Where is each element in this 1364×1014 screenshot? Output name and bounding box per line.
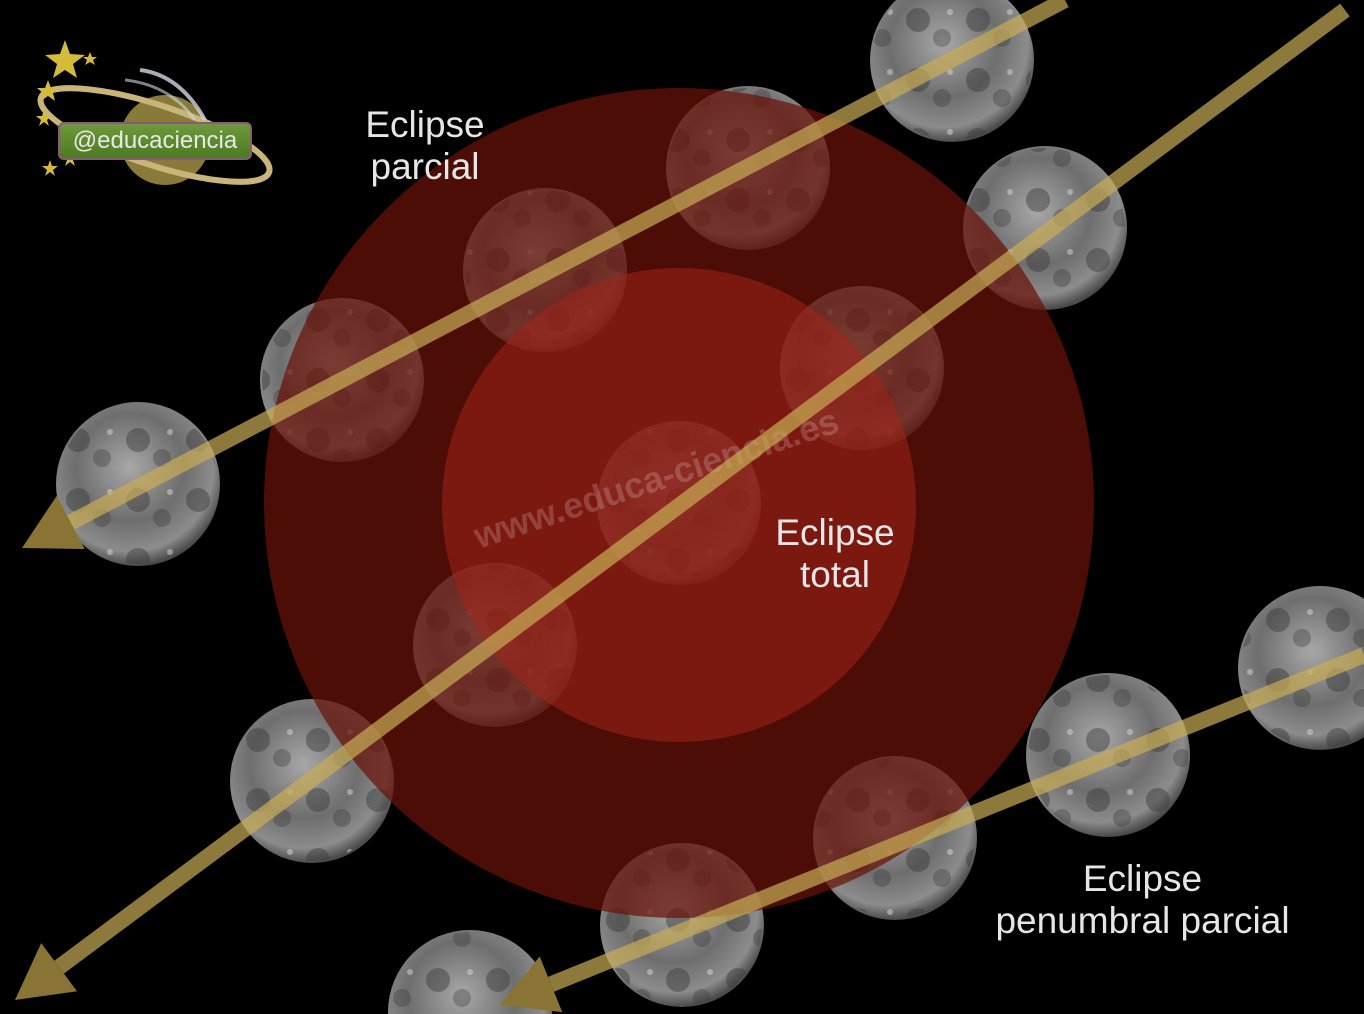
partial-eclipse-path bbox=[66, 0, 1069, 530]
moon-penumbral bbox=[1238, 586, 1364, 750]
total-eclipse-path bbox=[54, 3, 1350, 974]
saturn-logo-icon bbox=[36, 40, 273, 185]
arrowhead-icon bbox=[22, 495, 85, 549]
logo-handle: @educaciencia bbox=[58, 122, 252, 160]
paths-layer bbox=[15, 0, 1364, 1013]
label-penumbral-partial-eclipse: Eclipse penumbral parcial bbox=[995, 858, 1290, 941]
arrowhead-icon bbox=[500, 956, 563, 1013]
penumbral-partial-eclipse-path bbox=[547, 647, 1364, 992]
arrowhead-icon bbox=[15, 943, 78, 1000]
label-partial-eclipse: Eclipse parcial bbox=[365, 104, 485, 187]
label-total-eclipse: Eclipse total bbox=[775, 512, 895, 595]
educaciencia-logo: @educaciencia bbox=[30, 40, 280, 190]
